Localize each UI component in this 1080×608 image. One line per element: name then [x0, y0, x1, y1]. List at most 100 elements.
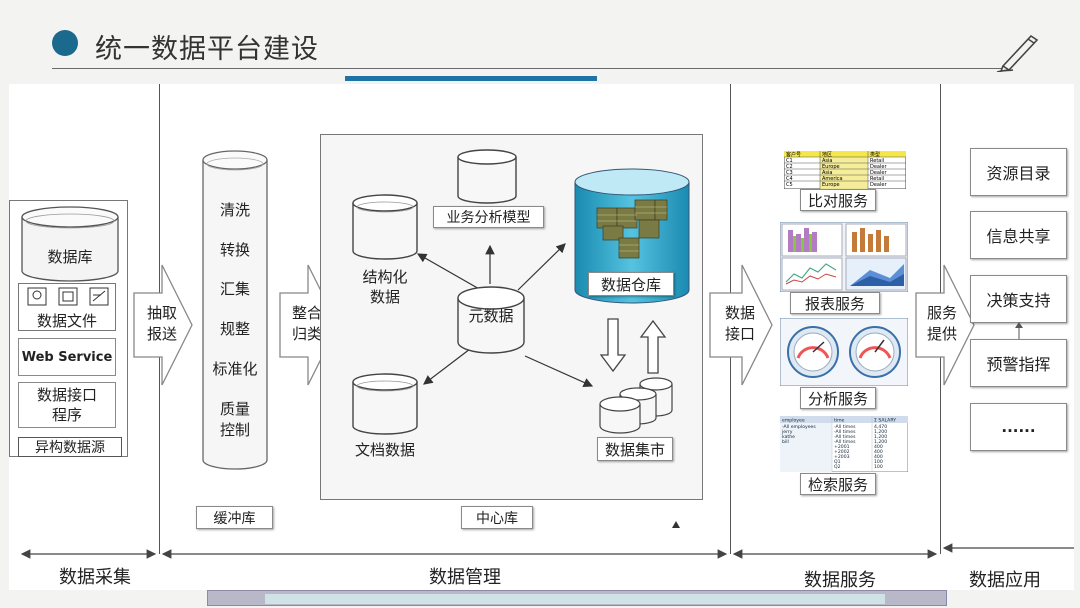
- bottom-strip-inner: [265, 594, 885, 604]
- dataif-label-1: 数据: [724, 304, 755, 322]
- provide-label-1: 服务: [926, 304, 957, 322]
- search-table-cell: Q2: [834, 464, 841, 470]
- data-mart-label: 数据集市: [597, 437, 673, 461]
- source-file-label: 数据文件: [36, 312, 97, 330]
- compare-table-cell: Retail: [870, 176, 884, 182]
- business-model-cylinder-icon: [457, 149, 517, 204]
- data-interface-arrow-label: 数据 接口: [718, 303, 762, 345]
- search-table-cell: 4,470: [874, 424, 887, 430]
- search-table-cell: +2002: [834, 449, 850, 455]
- buffer-item-standardize: 标准化: [212, 360, 258, 378]
- center-repository-caption: 中心库: [461, 506, 533, 529]
- compare-table-cell: Dealer: [870, 182, 887, 188]
- source-database-label: 数据库: [47, 248, 93, 266]
- buffer-item-quality: 质量: [219, 400, 250, 418]
- structured-label-1: 结构化: [362, 268, 408, 286]
- buffer-caption: 缓冲库: [196, 506, 273, 529]
- search-table-cell: 400: [874, 444, 883, 450]
- metadata-connectors: [416, 243, 594, 387]
- section-span-arrows: [20, 543, 1074, 559]
- analysis-gauges-thumbnail: [780, 318, 908, 386]
- compare-table-cell: C3: [786, 170, 793, 176]
- web-service-box: Web Service: [18, 338, 116, 376]
- data-interface-arrow-icon: [709, 264, 773, 386]
- search-table-cell: +2003: [834, 454, 850, 460]
- search-table-cell: -All times: [834, 434, 856, 440]
- compare-table-cell: Europe: [822, 182, 840, 188]
- search-table-cell: -All employees: [782, 424, 816, 430]
- title-accent-bar: [345, 76, 597, 81]
- buffer-item-control: 控制: [219, 421, 250, 439]
- title-underline: [52, 68, 1002, 69]
- document-data-label: 文档数据: [354, 441, 415, 459]
- compare-service-label: 比对服务: [800, 189, 876, 211]
- dataif-label-2: 接口: [724, 325, 755, 343]
- metadata-cylinder-icon: [457, 286, 525, 354]
- metadata-label: 元数据: [468, 307, 514, 325]
- buffer-tube-icon: [202, 150, 268, 470]
- search-table-cell: -All times: [834, 424, 856, 430]
- search-table-cell: 100: [874, 459, 883, 465]
- search-service-label: 检索服务: [800, 473, 876, 495]
- data-interface-program-box: 数据接口 程序: [18, 382, 116, 428]
- search-table-cell: -All times: [834, 439, 856, 445]
- iface-line2: 程序: [51, 406, 82, 424]
- data-warehouse-label: 数据仓库: [588, 272, 674, 296]
- search-table-cell: 400: [874, 454, 883, 460]
- compare-table-cell: C5: [786, 182, 793, 188]
- compare-table-cell: C2: [786, 164, 793, 170]
- compare-table-cell: Europe: [822, 164, 840, 170]
- database-cylinder-icon: [21, 206, 119, 282]
- heterogeneous-caption: 异构数据源: [18, 437, 122, 457]
- structured-data-cylinder-icon: [352, 194, 418, 260]
- compare-table-cell: Dealer: [870, 164, 887, 170]
- sync-arrows-icon: [600, 318, 667, 374]
- service-provide-arrow-label: 服务 提供: [920, 303, 964, 345]
- title-bullet-icon: [52, 30, 78, 56]
- search-table-cell: 100: [874, 464, 883, 470]
- app-resource-catalog: 资源目录: [970, 148, 1067, 196]
- compare-table-cell: America: [822, 176, 843, 182]
- compare-table-cell: Dealer: [870, 170, 887, 176]
- section-label-collect: 数据采集: [59, 567, 131, 588]
- compare-table-header: 地区: [822, 151, 832, 158]
- search-table-cell: 400: [874, 449, 883, 455]
- slide-title: 统一数据平台建设: [95, 34, 319, 65]
- provide-label-2: 提供: [926, 325, 957, 343]
- report-service-label: 报表服务: [790, 292, 880, 314]
- business-model-label: 业务分析模型: [433, 206, 544, 228]
- app-early-warning: 预警指挥: [970, 339, 1067, 387]
- search-table-header: time: [834, 418, 845, 424]
- pen-icon: [996, 34, 1039, 72]
- app-info-sharing: 信息共享: [970, 211, 1067, 259]
- section-label-manage: 数据管理: [429, 567, 501, 588]
- compare-table-cell: C1: [786, 158, 793, 164]
- structured-label-2: 数据: [369, 288, 400, 306]
- search-table-cell: Q1: [834, 459, 841, 465]
- search-table-cell: +2001: [834, 444, 850, 450]
- section-label-service: 数据服务: [804, 570, 876, 591]
- extract-arrow-label: 抽取 报送: [140, 303, 184, 345]
- extract-arrow-icon: [133, 264, 193, 386]
- decision-warning-connector: [1015, 322, 1023, 340]
- search-table-cell: bill: [782, 439, 789, 445]
- compare-table-cell: Asia: [822, 158, 832, 164]
- search-table-header: Σ SALARY: [874, 418, 896, 424]
- search-table-cell: 1,200: [874, 434, 887, 440]
- integrate-arrow-label: 整合 归类: [285, 303, 329, 345]
- app-more: ......: [970, 403, 1067, 451]
- buffer-item-gather: 汇集: [219, 280, 250, 298]
- structured-data-label: 结构化 数据: [345, 267, 425, 307]
- report-thumbnail: [780, 222, 908, 292]
- compare-table-header: 客户号: [786, 151, 801, 158]
- data-mart-cylinders-icon: [599, 377, 673, 434]
- compare-table-cell: C4: [786, 176, 793, 182]
- compare-table-cell: Retail: [870, 158, 884, 164]
- small-triangle-mark: [672, 521, 680, 528]
- extract-label-1: 抽取: [146, 304, 177, 322]
- search-table-thumbnail: employee time Σ SALARY -All employees -All t…: [780, 416, 908, 472]
- search-table-cell: jerry: [781, 429, 793, 435]
- section-label-application: 数据应用: [969, 570, 1041, 591]
- search-table-header: employee: [782, 418, 805, 424]
